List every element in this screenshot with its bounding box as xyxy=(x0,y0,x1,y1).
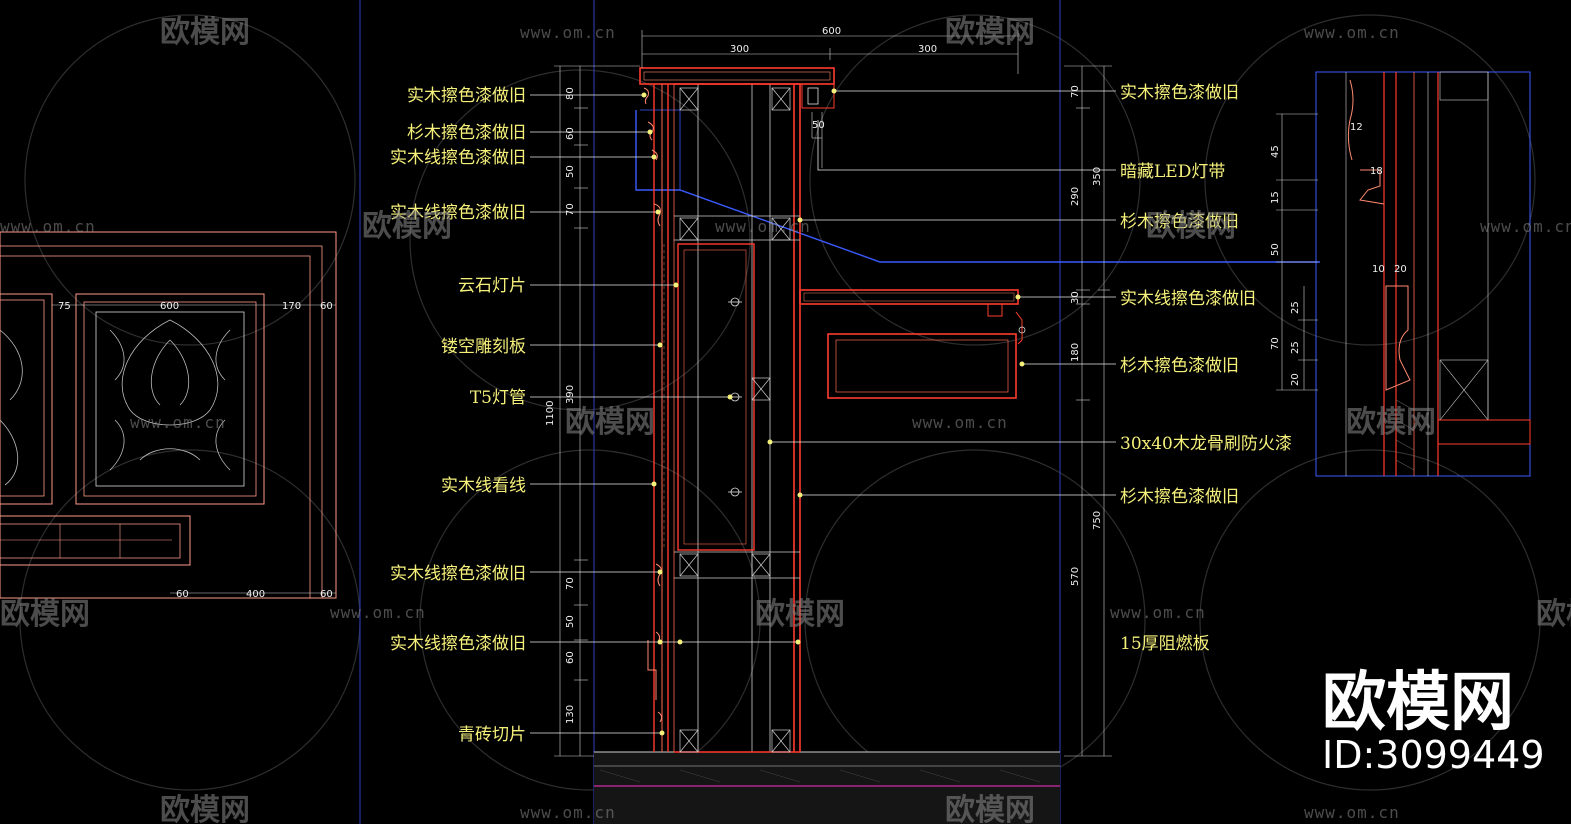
dim-left-5: 70 xyxy=(565,577,576,590)
watermark-brand: 欧模网 xyxy=(160,793,250,824)
left-label-3: 实木线擦色漆做旧 xyxy=(390,203,526,223)
watermark-url: www.om.cn xyxy=(520,803,616,822)
panel-dim-0: 75 xyxy=(58,301,71,312)
left-label-1: 杉木擦色漆做旧 xyxy=(407,123,526,143)
watermark-brand: 欧模网 xyxy=(1536,597,1571,632)
stamp-brand: 欧模网 xyxy=(1322,666,1514,740)
right-label-6: 杉木擦色漆做旧 xyxy=(1120,487,1239,507)
watermark-brand: 欧模网 xyxy=(945,15,1035,50)
watermark-circles xyxy=(19,14,1541,791)
watermark-url: www.om.cn xyxy=(1480,217,1571,236)
watermark-url: www.om.cn xyxy=(0,217,96,236)
watermark-brand: 欧模网 xyxy=(565,405,655,440)
stamp-id: ID:3099449 xyxy=(1322,733,1545,777)
dim-left-3: 70 xyxy=(565,203,576,216)
dim-right-1: 350 xyxy=(1092,167,1103,186)
left-label-9: 实木线擦色漆做旧 xyxy=(390,634,526,654)
detail-dim-0: 12 xyxy=(1350,122,1363,133)
leader-lines xyxy=(530,90,1116,734)
left-label-6: T5灯管 xyxy=(470,388,526,408)
watermark-url: www.om.cn xyxy=(715,217,811,236)
dim-right-5: 750 xyxy=(1092,511,1103,530)
detail-view xyxy=(1276,71,1531,477)
watermarks: 欧模网 www.om.cn 欧模网 www.om.cn www.om.cn 欧模… xyxy=(0,15,1571,824)
panel-dim-6: 60 xyxy=(320,589,333,600)
panel-dim-1: 600 xyxy=(160,301,179,312)
watermark-url: www.om.cn xyxy=(1304,803,1400,822)
dimension-numbers: 600 300 300 50 80 60 50 70 390 70 50 60 … xyxy=(545,26,1407,724)
panel-dim-2: 170 xyxy=(282,301,301,312)
panel-dim-5: 400 xyxy=(246,589,265,600)
dim-right-3: 30 xyxy=(1070,291,1081,304)
main-section xyxy=(593,0,1320,824)
dim-left-0: 80 xyxy=(565,87,576,100)
watermark-brand: 欧模网 xyxy=(945,793,1035,824)
dim-left-4: 390 xyxy=(565,385,576,404)
dim-top-left: 300 xyxy=(730,44,749,55)
left-labels: 实木擦色漆做旧 杉木擦色漆做旧 实木线擦色漆做旧 实木线擦色漆做旧 云石灯片 镂… xyxy=(390,86,526,745)
watermark-brand: 欧模网 xyxy=(362,209,452,244)
dim-right-2: 290 xyxy=(1070,187,1081,206)
detail-dim-2: 15 xyxy=(1270,191,1281,204)
watermark-url: www.om.cn xyxy=(330,603,426,622)
watermark-url: www.om.cn xyxy=(1304,23,1400,42)
right-label-5: 30x40木龙骨刷防火漆 xyxy=(1120,434,1292,454)
left-label-2: 实木线擦色漆做旧 xyxy=(390,148,526,168)
right-label-2: 杉木擦色漆做旧 xyxy=(1120,212,1239,232)
watermark-url: www.om.cn xyxy=(130,413,226,432)
brand-stamp: 欧模网 ID:3099449 xyxy=(1322,666,1545,777)
dim-left-8: 130 xyxy=(565,705,576,724)
right-label-1: 暗藏LED灯带 xyxy=(1120,162,1225,182)
detail-dim-9: 25 xyxy=(1290,341,1301,354)
leader-arrows xyxy=(641,88,1025,736)
dim-small-50: 50 xyxy=(812,120,825,131)
right-label-7: 15厚阻燃板 xyxy=(1120,634,1210,654)
dim-left-7: 60 xyxy=(565,651,576,664)
left-label-4: 云石灯片 xyxy=(458,276,526,296)
dim-right-6: 570 xyxy=(1070,567,1081,586)
detail-dim-10: 20 xyxy=(1290,373,1301,386)
dim-top-total: 600 xyxy=(822,26,841,37)
right-labels: 实木擦色漆做旧 暗藏LED灯带 杉木擦色漆做旧 实木线擦色漆做旧 杉木擦色漆做旧… xyxy=(1120,83,1292,654)
dim-right-0: 70 xyxy=(1070,85,1081,98)
right-label-4: 杉木擦色漆做旧 xyxy=(1120,356,1239,376)
watermark-brand: 欧模网 xyxy=(0,597,90,632)
watermark-brand: 欧模网 xyxy=(1146,209,1236,244)
left-label-10: 青砖切片 xyxy=(458,725,526,745)
watermark-brand: 欧模网 xyxy=(1346,405,1436,440)
detail-dim-5: 10 xyxy=(1372,264,1385,275)
detail-dim-4: 18 xyxy=(1370,166,1383,177)
detail-dim-3: 50 xyxy=(1270,243,1281,256)
right-label-0: 实木擦色漆做旧 xyxy=(1120,83,1239,103)
left-label-5: 镂空雕刻板 xyxy=(441,337,526,357)
dimension-lines xyxy=(554,30,1112,757)
dim-top-right: 300 xyxy=(918,44,937,55)
dim-left-2: 50 xyxy=(565,165,576,178)
dim-right-4: 180 xyxy=(1070,343,1081,362)
watermark-url: www.om.cn xyxy=(912,413,1008,432)
watermark-brand: 欧模网 xyxy=(755,597,845,632)
left-label-0: 实木擦色漆做旧 xyxy=(407,86,526,106)
left-label-8: 实木线擦色漆做旧 xyxy=(390,564,526,584)
left-label-7: 实木线看线 xyxy=(441,476,526,496)
watermark-brand: 欧模网 xyxy=(160,15,250,50)
detail-dim-8: 70 xyxy=(1270,337,1281,350)
detail-dim-6: 20 xyxy=(1394,264,1407,275)
watermark-url: www.om.cn xyxy=(1110,603,1206,622)
dim-left-total: 1100 xyxy=(545,401,556,426)
right-label-3: 实木线擦色漆做旧 xyxy=(1120,289,1256,309)
dim-left-1: 60 xyxy=(565,127,576,140)
panel-dim-3: 60 xyxy=(320,301,333,312)
watermark-url: www.om.cn xyxy=(520,23,616,42)
panel-dim-4: 60 xyxy=(176,589,189,600)
panel-elevation: 75 600 170 60 60 400 60 xyxy=(0,0,361,824)
detail-dim-1: 45 xyxy=(1270,145,1281,158)
dim-left-6: 50 xyxy=(565,615,576,628)
detail-dim-7: 25 xyxy=(1290,301,1301,314)
